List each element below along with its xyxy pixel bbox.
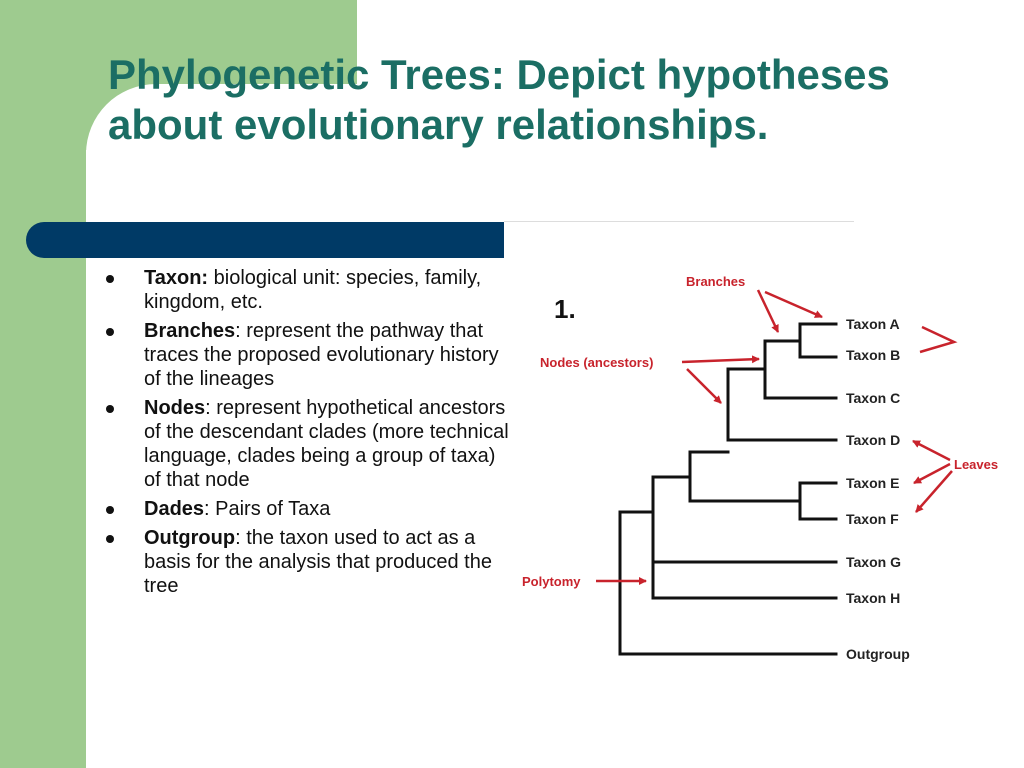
polytomy-annotation: Polytomy <box>522 574 581 589</box>
term: Dades <box>144 498 205 520</box>
term: Nodes <box>144 397 206 419</box>
leaves-annotation: Leaves <box>954 457 998 472</box>
definition-list: Taxon: biological unit: species, family,… <box>100 266 510 603</box>
branch-abc-d <box>726 367 838 442</box>
taxon-label: Taxon A <box>846 316 900 332</box>
taxon-label: Taxon H <box>846 590 900 606</box>
definition: : Pairs of Taxa <box>204 498 331 520</box>
bullet-dot-icon <box>106 405 114 413</box>
definition: biological unit: species, family, kingdo… <box>144 267 482 313</box>
nodes-arrow-2 <box>686 368 722 404</box>
branch-abcd-ef <box>688 450 802 503</box>
bullet-dot-icon <box>106 506 114 514</box>
branches-arrow-1 <box>756 289 780 333</box>
bullet-branches: Branches: represent the pathway that tra… <box>100 319 510 391</box>
root-branches <box>618 510 838 656</box>
taxon-label: Outgroup <box>846 646 910 662</box>
branches-arrow-2 <box>764 290 823 319</box>
phylogenetic-tree-diagram: 1. Taxon A Taxon B Taxon C Taxon D Taxon… <box>510 226 1020 686</box>
term: Branches <box>144 320 236 342</box>
annotation-arrows <box>596 289 953 585</box>
leaves-arrow-f <box>915 470 953 513</box>
taxon-label: Taxon C <box>846 390 900 406</box>
term: Taxon: <box>144 267 209 289</box>
thin-divider-line <box>504 221 854 222</box>
bullet-nodes: Nodes: represent hypothetical ancestors … <box>100 396 510 492</box>
bullet-dot-icon <box>106 535 114 543</box>
tree-lines <box>618 322 838 656</box>
taxon-label: Taxon B <box>846 347 900 363</box>
navy-divider-bar <box>26 222 504 258</box>
branch-e-f <box>798 481 838 521</box>
slide-title: Phylogenetic Trees: Depict hypotheses ab… <box>108 50 988 150</box>
bullet-dot-icon <box>106 328 114 336</box>
title-line-2: about evolutionary relationships. <box>108 101 769 148</box>
definition: : represent hypothetical ancestors of th… <box>144 397 509 491</box>
definition: : represent the pathway that traces the … <box>144 320 499 390</box>
branches-annotation: Branches <box>686 274 745 289</box>
tree-svg: 1. Taxon A Taxon B Taxon C Taxon D Taxon… <box>522 274 998 662</box>
bullet-dades: Dades: Pairs of Taxa <box>100 497 510 521</box>
taxon-label: Taxon F <box>846 511 899 527</box>
taxon-label: Taxon G <box>846 554 901 570</box>
bullet-dot-icon <box>106 275 114 283</box>
leaves-arrow-e <box>913 462 951 485</box>
chevron-bracket-icon <box>919 325 958 354</box>
nodes-annotation: Nodes (ancestors) <box>540 355 653 370</box>
bullet-outgroup: Outgroup: the taxon used to act as a bas… <box>100 526 510 598</box>
nodes-arrow-1 <box>681 355 760 364</box>
taxon-label: Taxon E <box>846 475 899 491</box>
polytomy-branches <box>651 475 838 600</box>
branch-a-b <box>798 322 838 359</box>
leaves-arrow-d <box>912 439 951 462</box>
bullet-taxon: Taxon: biological unit: species, family,… <box>100 266 510 314</box>
title-line-1: Phylogenetic Trees: Depict hypotheses <box>108 51 890 98</box>
diagram-number: 1. <box>554 294 576 324</box>
term: Outgroup <box>144 527 236 549</box>
taxon-labels: Taxon A Taxon B Taxon C Taxon D Taxon E … <box>846 316 910 662</box>
taxon-label: Taxon D <box>846 432 900 448</box>
leaves-bracket-ab <box>919 325 958 354</box>
definition: : the taxon used to act as a basis for t… <box>144 527 492 597</box>
annotation-labels: Branches Nodes (ancestors) Leaves Polyto… <box>522 274 998 589</box>
